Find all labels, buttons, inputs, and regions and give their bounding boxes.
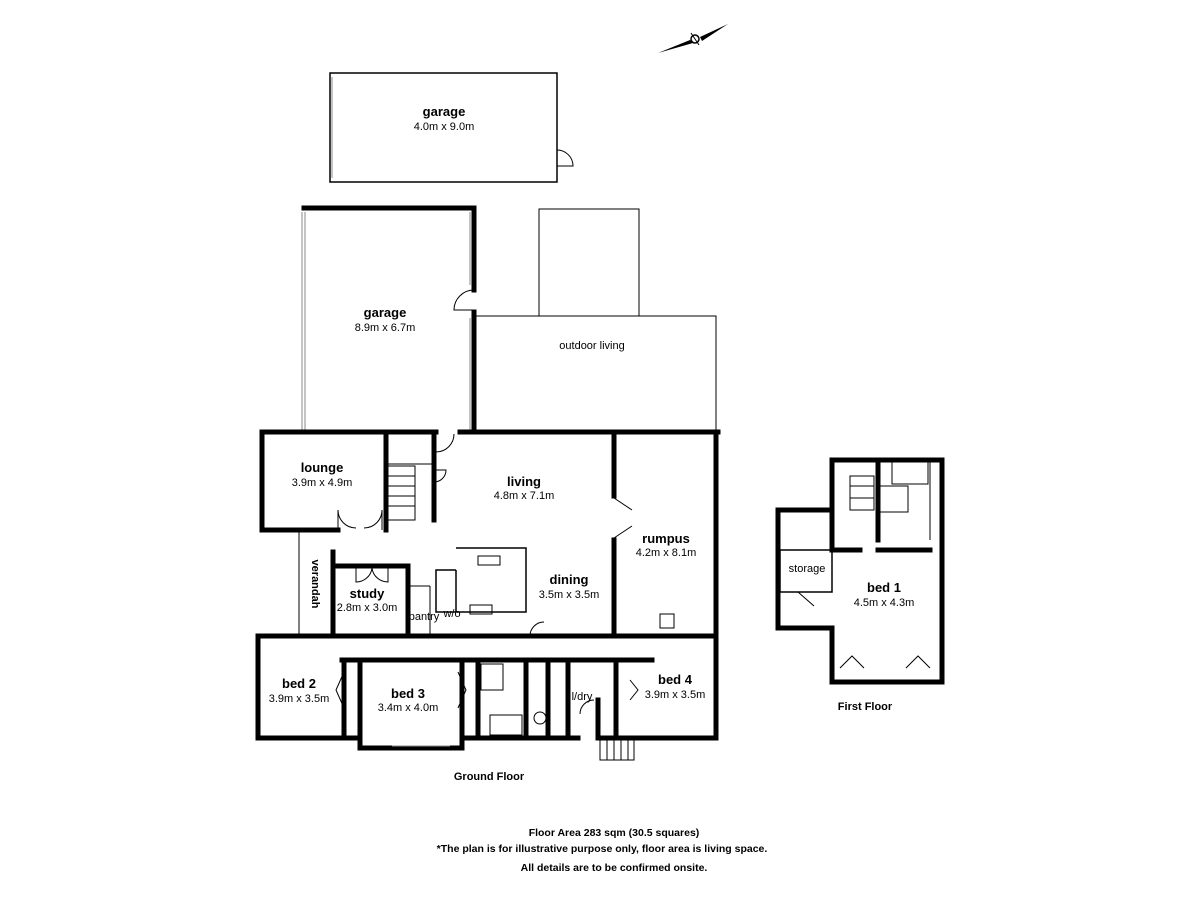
dining-dims: 3.5m x 3.5m [539,589,600,601]
garage-detached-dims: 4.0m x 9.0m [414,121,475,133]
lounge-dims: 3.9m x 4.9m [292,477,353,489]
living-dims: 4.8m x 7.1m [494,490,555,502]
garage-main-name: garage [364,305,407,320]
main-garage [301,205,477,433]
rumpus-dims: 4.2m x 8.1m [636,547,697,559]
living-name: living [507,474,541,489]
garage-main-dims: 8.9m x 6.7m [355,322,416,334]
garage-detached-name: garage [423,104,466,119]
lounge-name: lounge [301,460,344,475]
interior-walls [330,429,719,761]
bed3-name: bed 3 [391,686,425,701]
disclaimer-text: *The plan is for illustrative purpose on… [437,843,768,855]
outdoor-living [474,208,717,432]
bed4-dims: 3.9m x 3.5m [645,689,706,701]
bed1-name: bed 1 [867,580,901,595]
pantry-name: pantry [409,611,440,623]
bed1-dims: 4.5m x 4.3m [854,597,915,609]
rumpus-name: rumpus [642,531,690,546]
storage-name: storage [789,563,826,575]
detached-garage [329,72,574,183]
first-floor-plan [775,457,945,685]
outdoor-living-name: outdoor living [559,340,624,352]
dining-name: dining [550,572,589,587]
bed2-dims: 3.9m x 3.5m [269,693,330,705]
wo-name: w/o [442,608,460,620]
bed4-name: bed 4 [658,672,693,687]
verandah-name: verandah [309,560,321,609]
bed3-dims: 3.4m x 4.0m [378,702,439,714]
first-floor-label: First Floor [838,701,893,713]
study-dims: 2.8m x 3.0m [337,602,398,614]
bed2-name: bed 2 [282,676,316,691]
ground-floor-label: Ground Floor [454,771,525,783]
north-arrow-icon [658,24,728,53]
floor-area-text: Floor Area 283 sqm (30.5 squares) [529,827,700,839]
study-name: study [350,586,385,601]
confirm-text: All details are to be confirmed onsite. [521,862,708,874]
ldry-name: l/dry [572,691,593,703]
